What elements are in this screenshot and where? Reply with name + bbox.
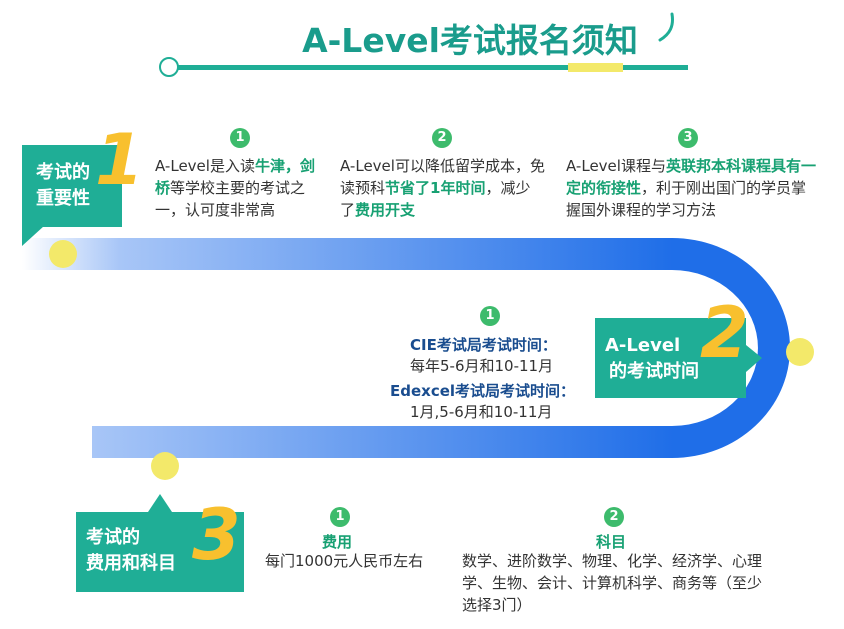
section1-number: 1 <box>95 119 144 201</box>
section3-tag-line2: 费用和科目 <box>86 553 176 574</box>
section2-number: 2 <box>700 292 749 374</box>
section2-tag: A-Level 的考试时间 <box>595 318 746 398</box>
cie-label: CIE考试局考试时间： <box>410 336 557 354</box>
text-run: A-Level可以降低留学成本，免读预科 <box>340 157 545 197</box>
page-title: A-Level考试报名须知 <box>302 21 638 60</box>
text-run: A-Level课程与 <box>566 157 666 175</box>
point-badge: 2 <box>432 128 452 148</box>
section1-tag-line2: 重要性 <box>36 188 90 209</box>
section3-tag: 考试的 费用和科目 <box>76 512 244 592</box>
section1-tag-line1: 考试的 <box>36 162 90 183</box>
section2-tag-line1: A-Level <box>605 335 681 356</box>
fee-label: 费用 <box>322 533 353 551</box>
point-badge: 3 <box>678 128 698 148</box>
highlight-run: 牛津，剑桥 <box>155 157 315 197</box>
edexcel-time: 1月,5-6月和10-11月 <box>410 403 553 421</box>
point-badge: 1 <box>330 507 350 527</box>
title-underline <box>159 57 688 77</box>
title-tick-decoration <box>658 12 674 42</box>
cie-time: 每年5-6月和10-11月 <box>410 357 554 375</box>
subjects-value: 数学、进阶数学、物理、化学、经济学、心理学、生物、会计、计算机科学、商务等（至少… <box>462 552 763 614</box>
text-run: A-Level是入读 <box>155 157 255 175</box>
text-run: ，利于刚出国门的学员掌握国外课程的学习方法 <box>566 179 807 219</box>
point-badge: 1 <box>230 128 250 148</box>
point-badge: 1 <box>480 306 500 326</box>
highlight-run: 英联邦本科课程具有一定的衔接性 <box>566 157 816 197</box>
section1-tag: 考试的 重要性 <box>22 145 122 227</box>
section1-point1: A-Level是入读牛津，剑桥等学校主要的考试之一，认可度非常高 <box>155 155 325 221</box>
subjects-label: 科目 <box>596 533 627 551</box>
fee-value: 每门1000元人民币左右 <box>265 552 424 570</box>
section1-point3: A-Level课程与英联邦本科课程具有一定的衔接性，利于刚出国门的学员掌握国外课… <box>566 155 816 221</box>
edexcel-label: Edexcel考试局考试时间： <box>390 382 576 400</box>
text-run: ，减少了 <box>340 179 531 219</box>
section3-tag-line1: 考试的 <box>86 527 140 548</box>
text-run: 等学校主要的考试之一，认可度非常高 <box>155 179 306 219</box>
point-badge: 2 <box>604 507 624 527</box>
section2-tag-line2: 的考试时间 <box>609 361 699 382</box>
highlight-run: 费用开支 <box>355 201 416 219</box>
section1-point2: A-Level可以降低留学成本，免读预科节省了1年时间，减少了费用开支 <box>340 155 545 221</box>
section3-number: 3 <box>192 494 241 576</box>
highlight-run: 节省了1年时间 <box>385 179 486 197</box>
